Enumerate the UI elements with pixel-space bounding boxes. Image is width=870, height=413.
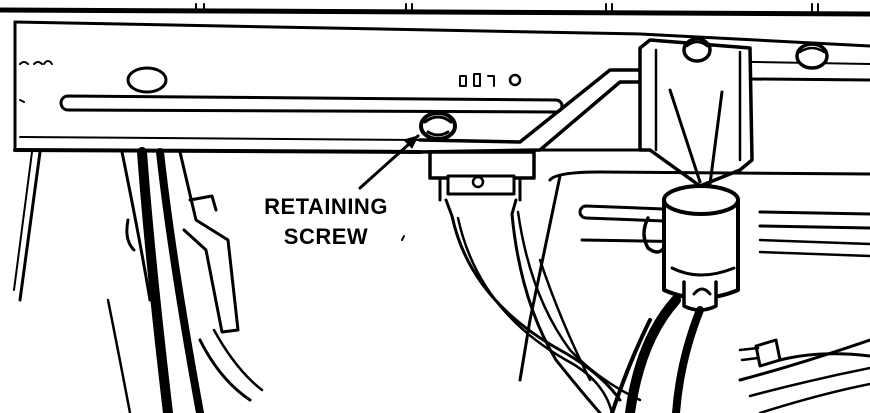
frame-rail — [0, 3, 870, 154]
left-hoses — [13, 147, 264, 413]
connector-block — [428, 150, 536, 218]
callout-line-2: SCREW — [283, 224, 369, 249]
mount-bracket — [638, 37, 829, 188]
retaining-screw — [419, 111, 457, 141]
lower-right-plug — [738, 338, 870, 413]
sensor-cylinder — [610, 184, 740, 413]
retaining-screw-label: RETAINING SCREW — [236, 192, 416, 252]
callout-leader — [358, 134, 420, 190]
wire-harness — [450, 210, 642, 413]
callout-line-1: RETAINING — [264, 194, 388, 219]
